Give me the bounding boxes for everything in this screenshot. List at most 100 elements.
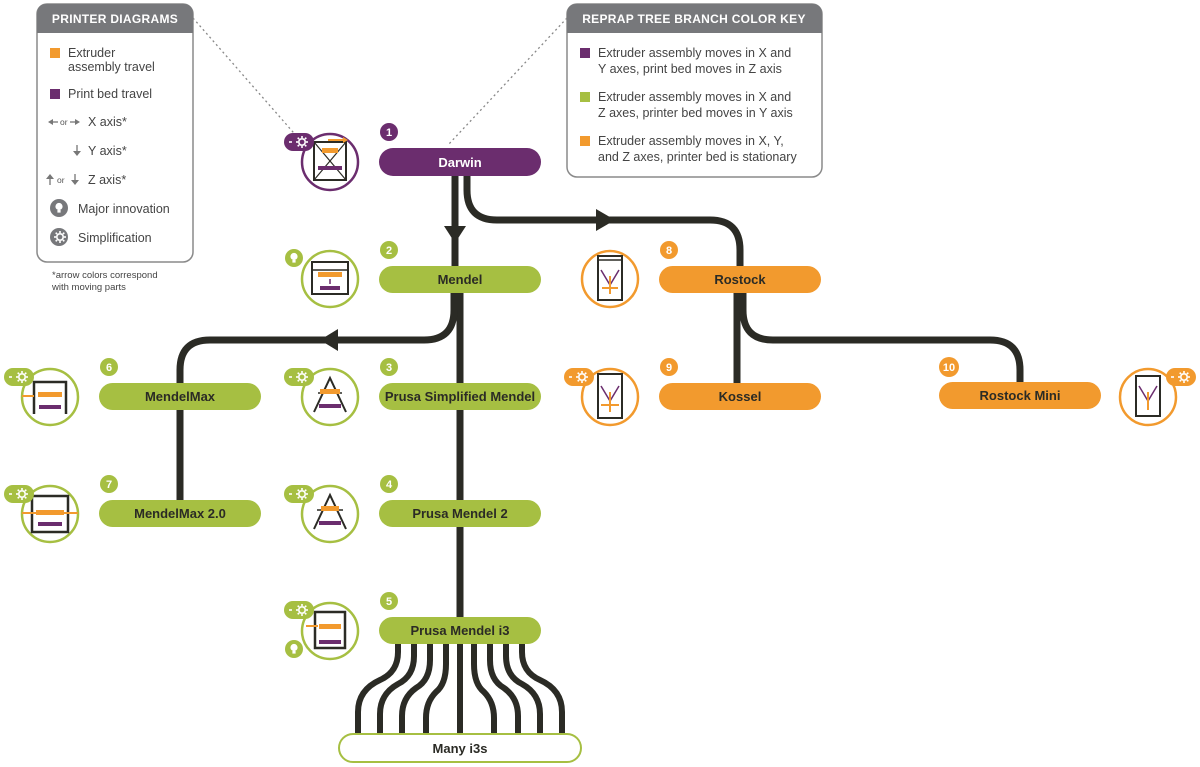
- node-rostock[interactable]: Rostock: [659, 266, 821, 293]
- node-mendel-number: 2: [380, 241, 398, 259]
- svg-text:6: 6: [106, 362, 112, 374]
- y-axis-arrow-icon: [73, 145, 81, 156]
- node-kossel-number: 9: [660, 358, 678, 376]
- x-axis-arrows-icon: [48, 119, 80, 125]
- rostock-mini-printer-icon: [1118, 367, 1178, 427]
- node-mendelmax-2[interactable]: MendelMax 2.0: [99, 500, 261, 527]
- arrow-left-mendelmax: [320, 329, 338, 351]
- arrow-right-rostock: [596, 209, 615, 231]
- kossel-printer-icon: [580, 367, 640, 427]
- tree-branches: [176, 176, 1024, 617]
- darwin-simplification-badge: [284, 133, 314, 151]
- node-prusa-i3-label: Prusa Mendel i3: [411, 623, 510, 638]
- node-kossel-label: Kossel: [719, 389, 762, 404]
- legend-simplification: Simplification: [78, 231, 152, 245]
- legend-color-key: REPRAP TREE BRANCH COLOR KEY Extruder as…: [566, 3, 823, 178]
- node-prusa-i3[interactable]: Prusa Mendel i3: [379, 617, 541, 644]
- node-prusa-mendel-2-number: 4: [380, 475, 398, 493]
- node-darwin[interactable]: Darwin: [379, 148, 541, 176]
- prusa-mendel-2-simplification-badge: [284, 485, 314, 503]
- legend-z-axis: Z axis*: [88, 173, 126, 187]
- legend-extruder-line2: assembly travel: [68, 60, 155, 74]
- prusa-simplified-simplification-badge: [284, 368, 314, 386]
- purple-swatch: [580, 48, 590, 58]
- z-axis-arrows-icon: [46, 174, 79, 185]
- node-prusa-mendel-2-label: Prusa Mendel 2: [412, 506, 507, 521]
- node-darwin-label: Darwin: [438, 155, 481, 170]
- mendel-printer-icon: [300, 249, 360, 309]
- svg-text:2: 2: [386, 245, 392, 257]
- mendelmax-printer-icon: [20, 367, 80, 427]
- node-mendel-label: Mendel: [438, 272, 483, 287]
- legend-connectors: [192, 17, 568, 146]
- mendelmax-2-simplification-badge: [4, 485, 34, 503]
- prusa-mendel-2-printer-icon: [300, 484, 360, 544]
- legend-print-bed: Print bed travel: [68, 87, 152, 101]
- arrow-down-mendel: [444, 226, 466, 243]
- node-darwin-number: 1: [380, 123, 398, 141]
- prusa-i3-simplification-badge: [284, 601, 314, 619]
- node-mendelmax[interactable]: MendelMax: [99, 383, 261, 410]
- node-rostock-mini[interactable]: Rostock Mini: [939, 382, 1101, 409]
- svg-text:7: 7: [106, 479, 112, 491]
- mendelmax-2-printer-icon: [20, 484, 80, 544]
- node-mendelmax-2-number: 7: [100, 475, 118, 493]
- prusa-i3-innovation-badge: [285, 640, 303, 658]
- legend-x-axis: X axis*: [88, 115, 127, 129]
- node-many-i3s-label: Many i3s: [433, 741, 488, 756]
- svg-text:3: 3: [386, 362, 392, 374]
- legend-color-key-title: REPRAP TREE BRANCH COLOR KEY: [582, 12, 806, 26]
- kossel-simplification-badge: [564, 368, 594, 386]
- legend-major-innovation: Major innovation: [78, 202, 170, 216]
- svg-text:5: 5: [386, 596, 392, 608]
- node-prusa-simplified[interactable]: Prusa Simplified Mendel: [379, 383, 541, 410]
- mendel-innovation-badge: [285, 249, 303, 267]
- rostock-printer-icon: [580, 249, 640, 309]
- darwin-printer-icon: [300, 132, 360, 192]
- node-prusa-mendel-2[interactable]: Prusa Mendel 2: [379, 500, 541, 527]
- branch-rostock-rostockmini: [739, 293, 1024, 383]
- node-mendel[interactable]: Mendel: [379, 266, 541, 293]
- orange-swatch: [580, 136, 590, 146]
- legend-or-2: or: [57, 175, 65, 185]
- node-mendelmax-number: 6: [100, 358, 118, 376]
- legend-or-1: or: [60, 117, 68, 127]
- node-many-i3s[interactable]: Many i3s: [338, 733, 582, 763]
- legend-printer-title: PRINTER DIAGRAMS: [52, 12, 178, 26]
- color-key-orange-line2: and Z axes, printer bed is stationary: [598, 150, 797, 164]
- svg-text:10: 10: [943, 362, 955, 374]
- color-key-purple-line1: Extruder assembly moves in X and: [598, 46, 791, 60]
- node-rostock-label: Rostock: [714, 272, 766, 287]
- color-key-green-line1: Extruder assembly moves in X and: [598, 90, 791, 104]
- legend-extruder-line1: Extruder: [68, 46, 115, 60]
- direction-arrows: [320, 209, 615, 351]
- legend-y-axis: Y axis*: [88, 144, 127, 158]
- legend-footnote-1: *arrow colors correspond: [52, 270, 158, 281]
- green-swatch: [580, 92, 590, 102]
- node-rostock-mini-label: Rostock Mini: [980, 388, 1061, 403]
- prusa-simplified-printer-icon: [300, 367, 360, 427]
- svg-text:8: 8: [666, 245, 672, 257]
- svg-text:1: 1: [386, 127, 392, 139]
- node-kossel[interactable]: Kossel: [659, 383, 821, 410]
- legend-footnote-2: with moving parts: [51, 282, 126, 293]
- prusa-i3-printer-icon: [300, 601, 360, 661]
- node-prusa-i3-number: 5: [380, 592, 398, 610]
- svg-text:4: 4: [386, 479, 393, 491]
- branch-mendel-mendelmax: [176, 293, 458, 383]
- node-prusa-simplified-number: 3: [380, 358, 398, 376]
- color-key-orange-line1: Extruder assembly moves in X, Y,: [598, 134, 784, 148]
- node-rostock-mini-number: 10: [939, 357, 959, 377]
- simplification-icon: [50, 228, 68, 246]
- print-bed-swatch: [50, 89, 60, 99]
- many-i3s-branches: [355, 643, 565, 735]
- node-rostock-number: 8: [660, 241, 678, 259]
- node-prusa-simplified-label: Prusa Simplified Mendel: [385, 389, 535, 404]
- legend-printer-diagrams: PRINTER DIAGRAMS Extruder assembly trave…: [36, 3, 194, 263]
- color-key-purple-line2: Y axes, print bed moves in Z axis: [598, 62, 782, 76]
- major-innovation-icon: [50, 199, 68, 217]
- node-mendelmax-2-label: MendelMax 2.0: [134, 506, 226, 521]
- node-mendelmax-label: MendelMax: [145, 389, 216, 404]
- svg-text:9: 9: [666, 362, 672, 374]
- mendelmax-simplification-badge: [4, 368, 34, 386]
